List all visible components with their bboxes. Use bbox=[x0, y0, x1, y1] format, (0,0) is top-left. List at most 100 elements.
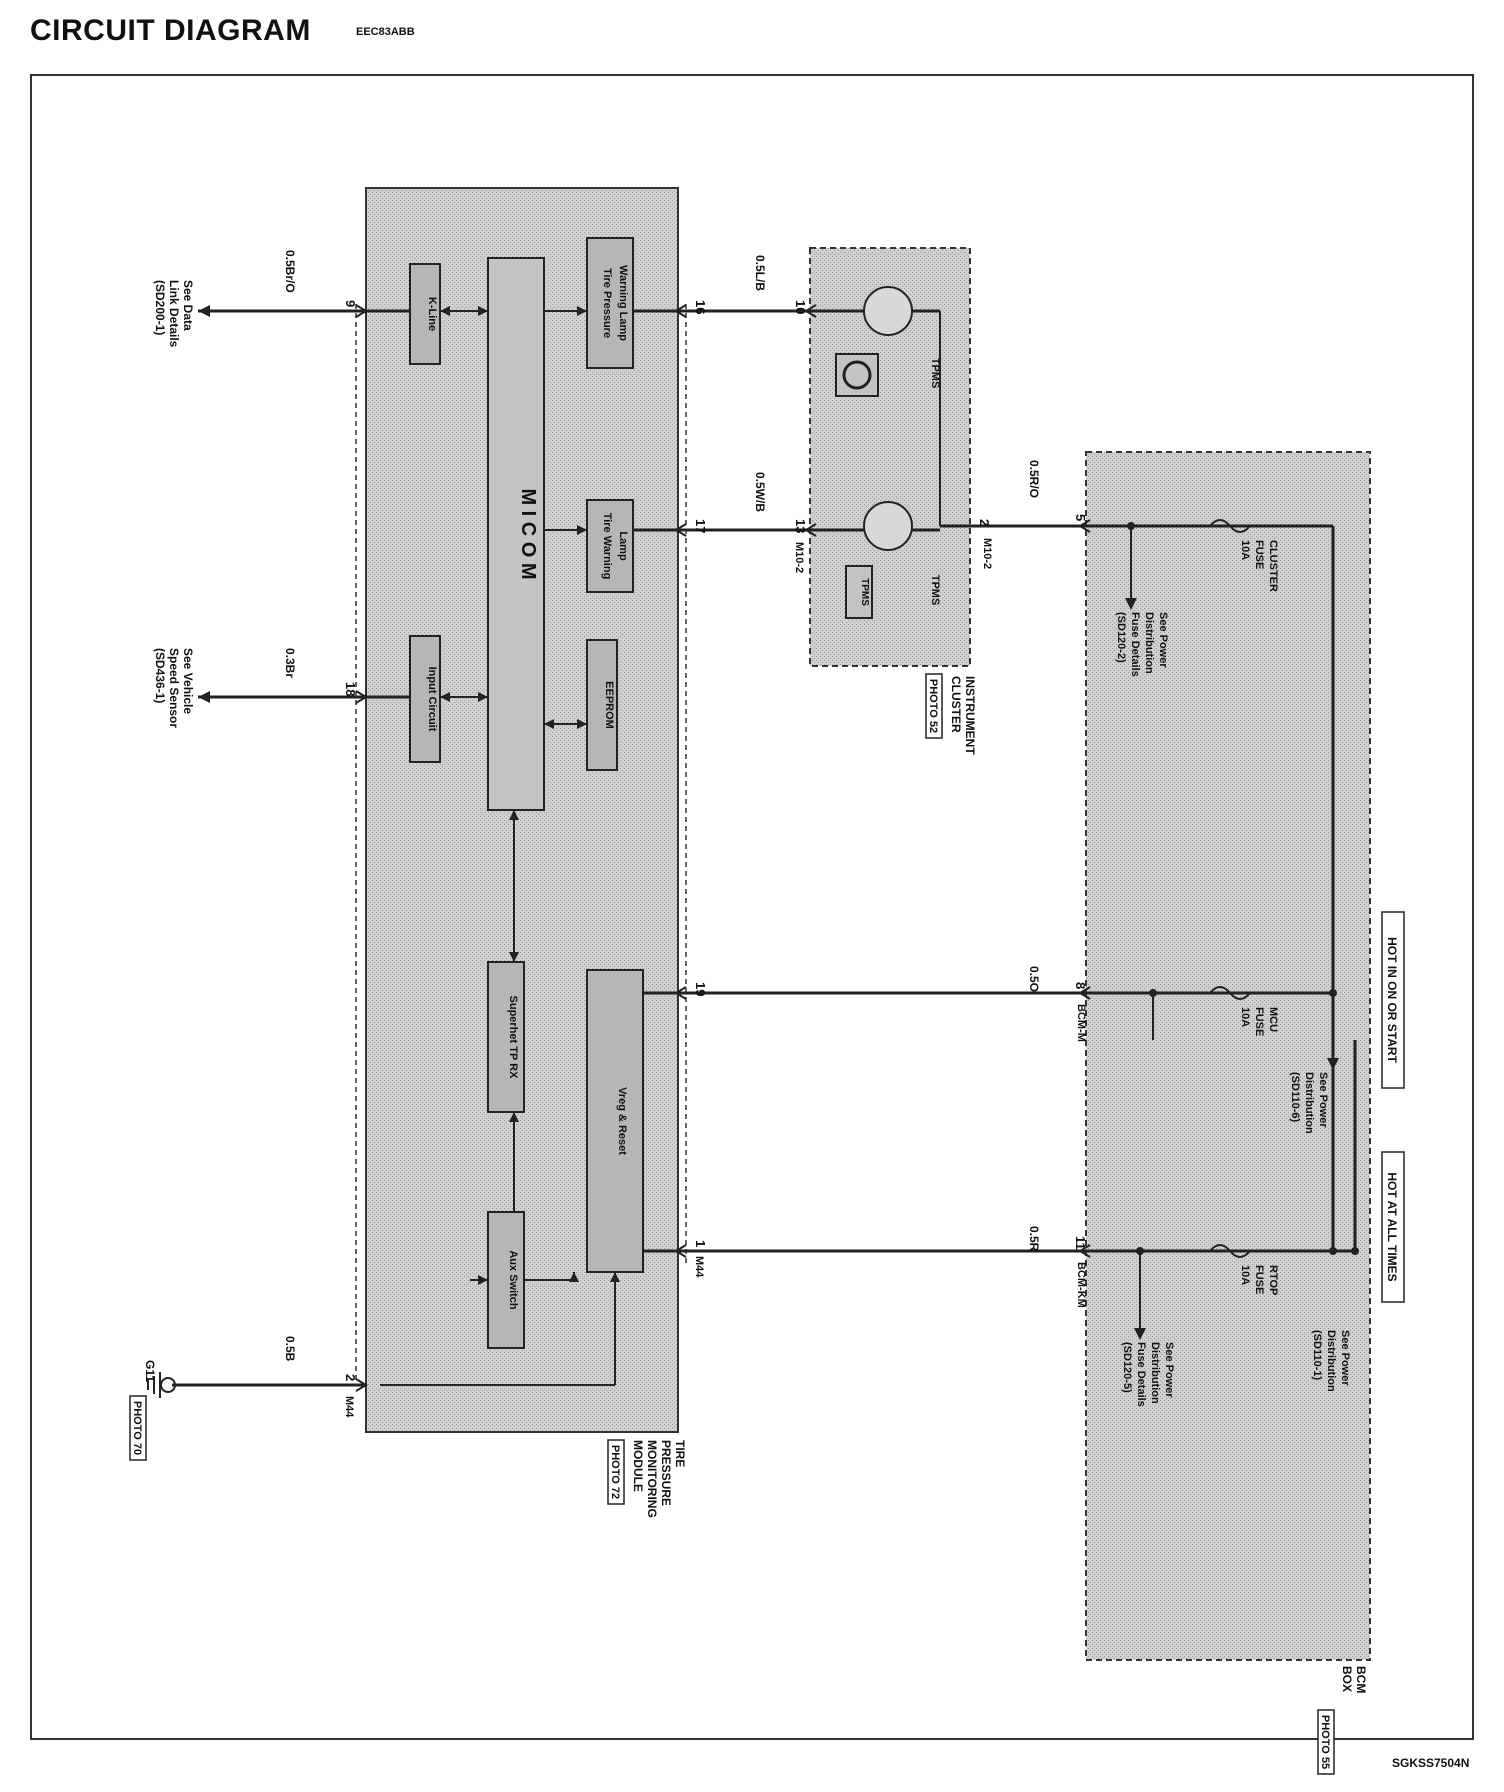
input-circuit-label: Input Circuit bbox=[426, 667, 438, 732]
aux-switch-label: Aux Switch bbox=[507, 1250, 519, 1310]
module-name-2: PRESSURE bbox=[659, 1440, 673, 1506]
diagram-code: EEC83ABB bbox=[356, 26, 415, 38]
module-photo-box bbox=[607, 1439, 625, 1505]
note-cluster-1: See Power bbox=[1157, 612, 1169, 668]
tw-lamp-wire-color: 0.5W/B bbox=[753, 472, 767, 512]
kline-note-3: (SD200-1) bbox=[153, 280, 167, 335]
diagram-frame bbox=[30, 74, 1474, 1740]
tire-warning-lamp-label-2: Lamp bbox=[617, 531, 629, 561]
ign-pin-bcm: 8 bbox=[1073, 982, 1088, 989]
kline-block bbox=[409, 263, 441, 365]
note-right-bottom-1: See Power bbox=[1163, 1342, 1175, 1398]
conn-bcm-km-label: BCM-KM bbox=[1075, 1262, 1087, 1308]
tire-warning-lamp-label-1: Tire Warning bbox=[601, 513, 613, 580]
note-cluster-3: Fuse Details bbox=[1129, 612, 1141, 677]
tire-pressure-icon bbox=[842, 360, 872, 390]
feed-pin-bcm: 5 bbox=[1073, 514, 1088, 521]
cluster-fuse-label-1: CLUSTER bbox=[1267, 540, 1279, 592]
bcm-name-1: BCM bbox=[1354, 1666, 1368, 1693]
tp-lamp-wire-color: 0.5L/B bbox=[753, 255, 767, 291]
rtop-fuse-label-2: FUSE bbox=[1253, 1265, 1265, 1294]
micom-label: M I C O M bbox=[517, 488, 539, 579]
hot-on-start-box bbox=[1381, 911, 1405, 1089]
gnd-photo-box bbox=[129, 1395, 147, 1461]
gnd-wire-color: 0.5B bbox=[283, 1336, 297, 1362]
kline-label: K-Line bbox=[426, 297, 438, 331]
cluster-name-1: INSTRUMENT bbox=[963, 676, 977, 755]
speed-pin: 18 bbox=[343, 682, 358, 696]
batt-wire-color: 0.5R bbox=[1027, 1226, 1041, 1252]
feed-wire-color: 0.5R/O bbox=[1027, 460, 1041, 498]
bcm-arrowheads bbox=[1125, 522, 1359, 1340]
bcm-box bbox=[1085, 451, 1371, 1661]
gnd-pin: 2 bbox=[343, 1374, 358, 1381]
micom-block bbox=[487, 257, 545, 811]
speed-note-3: (SD436-1) bbox=[153, 648, 167, 703]
note-right-top-3: (SD110-1) bbox=[1311, 1330, 1323, 1380]
connector-chevrons bbox=[355, 304, 1091, 1392]
eeprom-block bbox=[586, 639, 618, 771]
note-cluster-4: (SD120-2) bbox=[1115, 612, 1127, 663]
hot-all-times-box bbox=[1381, 1151, 1405, 1303]
internal-arrowheads bbox=[440, 306, 620, 1285]
cluster-fuse-label-3: 10A bbox=[1239, 540, 1251, 560]
note-right-top-1: See Power bbox=[1339, 1330, 1351, 1386]
note-right-bottom-3: Fuse Details bbox=[1135, 1342, 1147, 1407]
tp-lamp-pin-cluster: 10 bbox=[793, 300, 808, 314]
cluster-fuse bbox=[1209, 519, 1251, 533]
speed-note-2: Speed Sensor bbox=[167, 648, 181, 728]
tpms-warning-symbol bbox=[835, 353, 879, 397]
tpms-lamp-1-label: TPMS bbox=[929, 358, 941, 389]
tpms-lamp-2 bbox=[863, 501, 913, 551]
tpms-lamp-2-box-label: TPMS bbox=[859, 578, 870, 606]
cluster-photo-box bbox=[925, 673, 943, 739]
tpms-lamp-1 bbox=[863, 286, 913, 336]
superhet-block bbox=[487, 961, 525, 1113]
batt-pin-module: 1 bbox=[693, 1240, 708, 1247]
tpms-lamp-2-label: TPMS bbox=[929, 575, 941, 606]
bcm-photo-label: PHOTO 55 bbox=[1319, 1715, 1331, 1769]
kline-wire-color: 0.5Br/O bbox=[283, 250, 297, 293]
ground-symbol bbox=[147, 1372, 176, 1398]
module-name-4: MODULE bbox=[631, 1440, 645, 1492]
tire-pressure-lamp-label-1: Tire Pressure bbox=[601, 268, 613, 338]
rtop-fuse bbox=[1209, 1244, 1251, 1258]
external-arrowheads bbox=[198, 305, 210, 703]
tire-pressure-lamp-label-2: Warning Lamp bbox=[617, 265, 629, 341]
ign-pin-module: 19 bbox=[693, 982, 708, 996]
input-circuit-block bbox=[409, 635, 441, 763]
cluster-fuse-label-2: FUSE bbox=[1253, 540, 1265, 569]
cluster-photo-label: PHOTO 52 bbox=[927, 679, 939, 733]
tw-lamp-connector: M10-2 bbox=[793, 542, 805, 573]
note-right-top-2: Distribution bbox=[1325, 1330, 1337, 1392]
ign-wire-color: 0.5O bbox=[1027, 966, 1041, 992]
feed-pin-cluster: 2 bbox=[977, 519, 992, 526]
note-right-bottom-2: Distribution bbox=[1149, 1342, 1161, 1404]
eeprom-label: EEPROM bbox=[603, 681, 615, 729]
mcu-fuse-label-1: MCU bbox=[1267, 1007, 1279, 1032]
tire-pressure-lamp-block bbox=[586, 237, 634, 369]
superhet-label: Superhet TP RX bbox=[507, 996, 519, 1080]
note-right-bottom-4: (SD120-5) bbox=[1121, 1342, 1133, 1393]
note-cluster-2: Distribution bbox=[1143, 612, 1155, 674]
rtop-fuse-label-3: 10A bbox=[1239, 1265, 1251, 1285]
kline-pin: 9 bbox=[343, 300, 358, 307]
kline-note-1: See Data bbox=[181, 280, 195, 331]
speed-note-1: See Vehicle bbox=[181, 648, 195, 714]
note-mid-2: Distribution bbox=[1303, 1072, 1315, 1134]
speed-wire-color: 0.3Br bbox=[283, 648, 297, 678]
batt-pin-bcm: 11 bbox=[1073, 1236, 1088, 1250]
cluster-name-2: CLUSTER bbox=[949, 676, 963, 733]
tp-lamp-pin-module: 16 bbox=[693, 300, 708, 314]
conn-bcm-m-label: BCM-M bbox=[1075, 1004, 1087, 1042]
module-photo-label: PHOTO 72 bbox=[609, 1445, 621, 1499]
note-mid-1: See Power bbox=[1317, 1072, 1329, 1128]
hot-on-start-label: HOT IN ON OR START bbox=[1385, 937, 1399, 1063]
bcm-photo-box bbox=[1317, 1709, 1335, 1775]
mcu-fuse-label-2: FUSE bbox=[1253, 1007, 1265, 1036]
tire-warning-lamp-block bbox=[586, 499, 634, 593]
module-name-3: MONITORING bbox=[645, 1440, 659, 1518]
vreg-reset-block bbox=[586, 969, 644, 1273]
kline-note-2: Link Details bbox=[167, 280, 181, 348]
tw-lamp-pin-module: 17 bbox=[693, 519, 708, 533]
